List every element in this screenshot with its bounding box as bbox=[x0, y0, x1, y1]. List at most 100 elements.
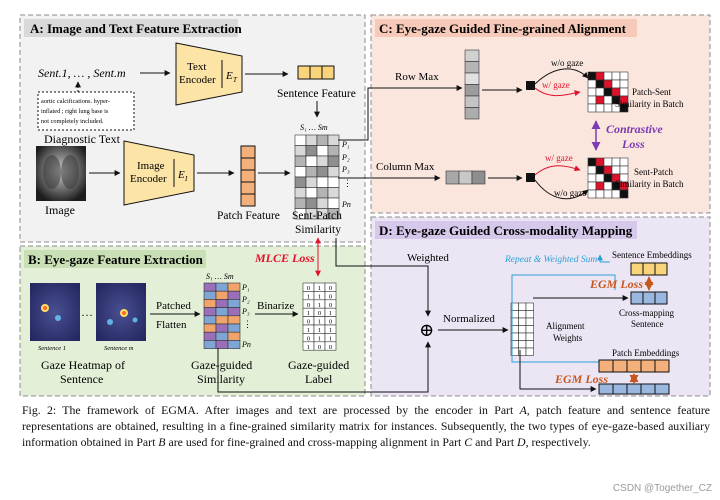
panel-b-title: B: Eye-gaze Feature Extraction bbox=[28, 252, 204, 267]
bin-cell-value: 1 bbox=[307, 327, 310, 334]
sent-patch-batch-cell bbox=[587, 181, 597, 191]
gs-matrix-col-label: S₁ … Sm bbox=[206, 272, 234, 281]
gs-matrix-cell bbox=[215, 307, 229, 317]
bin-cell-value: 0 bbox=[318, 310, 321, 317]
gs-row-label-3: P₃ bbox=[241, 307, 250, 316]
bin-cell-value: 1 bbox=[329, 310, 332, 317]
image-label: Image bbox=[45, 203, 75, 217]
normalized-label: Normalized bbox=[443, 313, 495, 325]
patch-sent-label-1: Patch-Sent bbox=[632, 87, 671, 97]
gs-matrix-cell bbox=[227, 282, 241, 292]
patch-sent-batch-cell bbox=[611, 71, 621, 81]
sp-matrix-cell bbox=[294, 197, 307, 209]
sent-patch-batch-cell bbox=[595, 189, 605, 199]
patch-sent-batch-cell bbox=[595, 95, 605, 105]
gs-matrix-cell bbox=[227, 290, 241, 300]
gaze-label-label-1: Gaze-guided bbox=[288, 358, 349, 372]
sum-operator: ⊕ bbox=[419, 320, 434, 340]
gs-matrix-cell bbox=[203, 331, 217, 341]
gs-row-label-2: P₂ bbox=[241, 295, 250, 304]
row-max-cell bbox=[464, 107, 480, 120]
sp-matrix-cell bbox=[305, 155, 318, 167]
sent-patch-batch-cell bbox=[595, 181, 605, 191]
sp-matrix-cell bbox=[294, 176, 307, 188]
framework-figure: A: Image and Text Feature Extraction B: … bbox=[19, 14, 711, 397]
col-max-cell bbox=[458, 170, 473, 185]
bin-cell-value: 0 bbox=[307, 302, 310, 309]
text-encoder bbox=[175, 42, 243, 106]
patch-sent-batch-cell bbox=[603, 87, 613, 97]
sent-patch-batch-cell bbox=[595, 157, 605, 167]
panel-c-title: C: Eye-gaze Guided Fine-grained Alignmen… bbox=[379, 21, 627, 36]
sp-matrix-cell bbox=[316, 155, 329, 167]
bin-cell-value: 1 bbox=[318, 335, 321, 342]
bin-cell-value: 1 bbox=[318, 327, 321, 334]
sp-matrix-cell bbox=[294, 134, 307, 146]
sent-patch-batch-matrix bbox=[587, 157, 629, 199]
sp-matrix-cell bbox=[294, 145, 307, 157]
column-max-vector bbox=[445, 170, 486, 185]
sp-row-label-3: P₃ bbox=[341, 165, 350, 174]
contrastive-loss-label-2: Loss bbox=[621, 137, 645, 151]
patch-sent-batch-cell bbox=[603, 79, 613, 89]
patched-label: Patched bbox=[156, 300, 191, 312]
flatten-label: Flatten bbox=[156, 319, 187, 331]
alignment-cell bbox=[518, 340, 527, 349]
wo-gaze-label-top: w/o gaze bbox=[551, 58, 583, 68]
patch-sent-batch-cell bbox=[587, 71, 597, 81]
sent-patch-batch-cell bbox=[603, 157, 613, 167]
sentence-feature-label: Sentence Feature bbox=[277, 88, 356, 100]
egm-loss-label-1: EGM Loss bbox=[589, 277, 643, 291]
gs-matrix-cell bbox=[215, 331, 229, 341]
sent-patch-batch-cell bbox=[587, 189, 597, 199]
sent-patch-batch-cell bbox=[603, 181, 613, 191]
egm-loss-label-2: EGM Loss bbox=[554, 372, 608, 386]
text-encoder-symbol: E bbox=[225, 70, 233, 82]
image-encoder-label-1: Image bbox=[137, 160, 165, 172]
caption-part-3: are used for fine-grained and cross-mapp… bbox=[165, 435, 465, 450]
bin-cell-value: 1 bbox=[318, 319, 321, 326]
alignment-cell bbox=[518, 317, 527, 326]
bin-cell-value: 0 bbox=[307, 319, 310, 326]
caption-part-4: and Part bbox=[472, 435, 518, 450]
bin-cell-value: 0 bbox=[329, 344, 332, 351]
patch-feature-label: Patch Feature bbox=[217, 210, 280, 222]
gs-matrix-cell bbox=[227, 331, 241, 341]
sp-matrix-cell bbox=[316, 176, 329, 188]
gaze-heatmap-label-1: Gaze Heatmap of bbox=[41, 358, 125, 372]
patch-embeddings-vector bbox=[598, 359, 670, 373]
sentences-label: Sent.1, … , Sent.m bbox=[38, 66, 126, 80]
gs-matrix-cell bbox=[215, 340, 229, 349]
gs-matrix-cell bbox=[215, 315, 229, 325]
cross-mapping-sentence-vector bbox=[630, 291, 668, 305]
gs-matrix-cell bbox=[227, 315, 241, 325]
alignment-weights-label-2: Weights bbox=[553, 333, 583, 343]
gs-row-label-5: Pn bbox=[241, 340, 251, 349]
binarize-label: Binarize bbox=[257, 300, 294, 312]
alignment-cell bbox=[525, 317, 534, 326]
weighted-label: Weighted bbox=[407, 252, 449, 264]
alignment-cell bbox=[525, 325, 534, 334]
caption-ref-d: D bbox=[517, 435, 526, 450]
gs-row-label-4: ⋮ bbox=[243, 319, 252, 329]
gs-matrix-cell bbox=[227, 323, 241, 333]
bin-cell-value: 1 bbox=[318, 293, 321, 300]
text-encoder-label-2: Encoder bbox=[179, 74, 216, 86]
patch-embeddings-label: Patch Embeddings bbox=[612, 348, 680, 358]
sp-matrix-cell bbox=[316, 197, 329, 209]
sp-matrix-cell bbox=[327, 197, 340, 209]
gaze-label-label-2: Label bbox=[305, 372, 333, 386]
gaze-similarity-label-2: Similarity bbox=[197, 372, 245, 386]
patch-sent-batch-cell bbox=[603, 95, 613, 105]
alignment-cell bbox=[518, 302, 527, 311]
bin-cell-value: 0 bbox=[329, 285, 332, 292]
sp-row-label-4: ⋮ bbox=[343, 178, 352, 188]
w-gaze-label-top: w/ gaze bbox=[542, 80, 570, 90]
patch-sent-batch-cell bbox=[595, 79, 605, 89]
patch-sent-batch-cell bbox=[587, 87, 597, 97]
bin-cell-value: 0 bbox=[329, 293, 332, 300]
sp-row-label-2: P₂ bbox=[341, 153, 350, 162]
cross-mapping-patch-vector bbox=[598, 383, 670, 395]
gs-matrix-cell bbox=[203, 340, 217, 349]
bin-cell-value: 1 bbox=[307, 310, 310, 317]
